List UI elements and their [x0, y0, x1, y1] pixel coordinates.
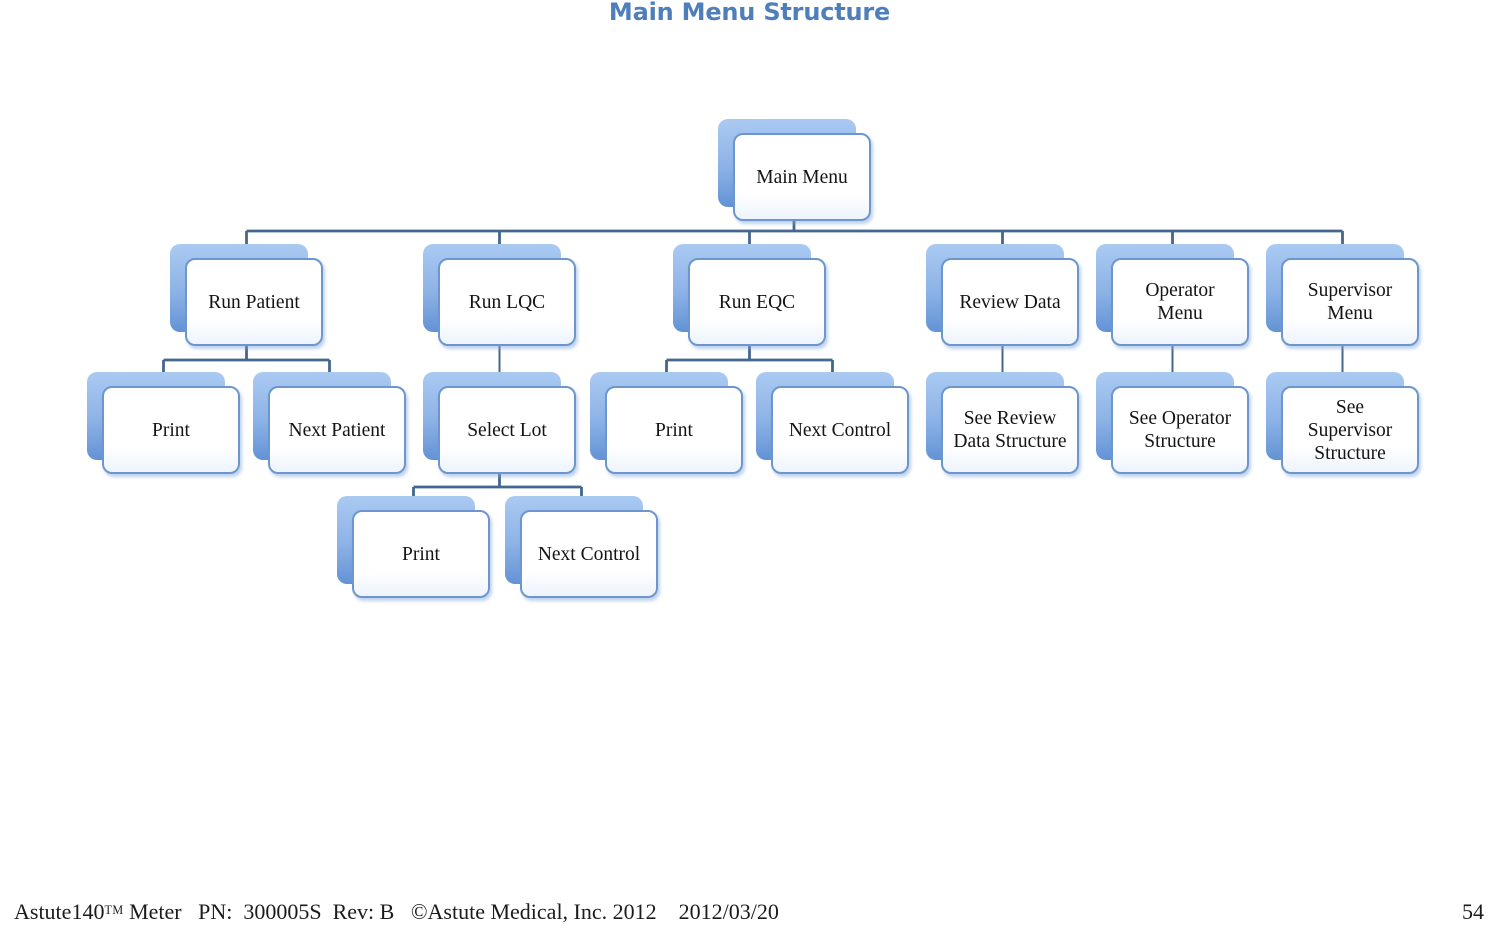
node-run-patient-print: Print	[87, 372, 240, 474]
node-see-supervisor-structure: See Supervisor Structure	[1266, 372, 1419, 474]
node-label: See Supervisor Structure	[1307, 396, 1393, 464]
node-see-review-data-structure: See Review Data Structure	[926, 372, 1079, 474]
node-select-lot-next-control: Next Control	[505, 496, 658, 598]
node-face: Next Control	[771, 386, 909, 474]
node-face: Select Lot	[438, 386, 576, 474]
node-face: Run EQC	[688, 258, 826, 346]
node-label: Operator Menu	[1145, 280, 1215, 324]
node-select-lot: Select Lot	[423, 372, 576, 474]
node-label: Run EQC	[718, 291, 796, 313]
node-supervisor-menu: Supervisor Menu	[1266, 244, 1419, 346]
node-face: See Review Data Structure	[941, 386, 1079, 474]
node-face: Supervisor Menu	[1281, 258, 1419, 346]
node-run-eqc-next-control: Next Control	[756, 372, 909, 474]
node-label: Main Menu	[756, 166, 848, 188]
page-title: Main Menu Structure	[608, 0, 891, 26]
node-label: Print	[655, 419, 693, 441]
node-operator-menu: Operator Menu	[1096, 244, 1249, 346]
node-label: Supervisor Menu	[1307, 280, 1393, 324]
page-number: 54	[1462, 899, 1484, 924]
node-run-patient: Run Patient	[170, 244, 323, 346]
node-run-lqc: Run LQC	[423, 244, 576, 346]
node-run-eqc: Run EQC	[673, 244, 826, 346]
node-label: Print	[152, 419, 190, 441]
node-label: Print	[402, 543, 440, 565]
node-label: Next Patient	[288, 419, 386, 441]
node-label: Select Lot	[467, 419, 547, 441]
node-main-menu: Main Menu	[718, 119, 871, 221]
node-label: See Review Data Structure	[953, 408, 1067, 452]
trademark-superscript: TM	[104, 902, 124, 917]
node-run-eqc-print: Print	[590, 372, 743, 474]
footer-details: Meter PN: 300005S Rev: B ©Astute Medical…	[123, 899, 779, 924]
node-see-operator-structure: See Operator Structure	[1096, 372, 1249, 474]
node-face: Review Data	[941, 258, 1079, 346]
node-face: See Supervisor Structure	[1281, 386, 1419, 474]
node-face: Print	[352, 510, 490, 598]
node-label: Next Control	[537, 543, 641, 565]
node-face: Main Menu	[733, 133, 871, 221]
node-face: Next Patient	[268, 386, 406, 474]
node-review-data: Review Data	[926, 244, 1079, 346]
node-next-patient: Next Patient	[253, 372, 406, 474]
node-face: Run Patient	[185, 258, 323, 346]
node-label: Next Control	[788, 419, 892, 441]
footer: Astute140TM Meter PN: 300005S Rev: B ©As…	[14, 899, 779, 925]
node-face: Next Control	[520, 510, 658, 598]
node-select-lot-print: Print	[337, 496, 490, 598]
node-label: Run Patient	[208, 291, 300, 313]
node-face: Print	[102, 386, 240, 474]
node-label: Run LQC	[468, 291, 546, 313]
node-face: See Operator Structure	[1111, 386, 1249, 474]
node-label: Review Data	[959, 291, 1061, 313]
node-label: See Operator Structure	[1128, 408, 1232, 452]
footer-product-name: Astute140	[14, 899, 105, 924]
node-face: Print	[605, 386, 743, 474]
node-face: Run LQC	[438, 258, 576, 346]
node-face: Operator Menu	[1111, 258, 1249, 346]
